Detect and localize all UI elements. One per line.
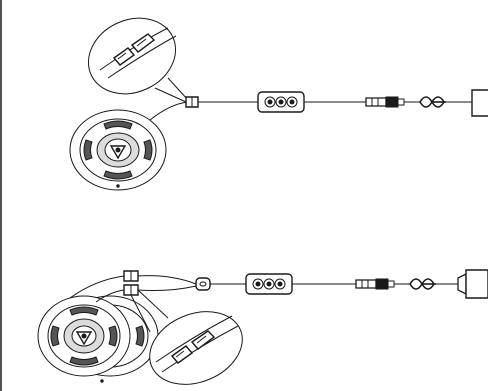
power-adapter-icon bbox=[458, 270, 488, 298]
connector-clip-icon bbox=[186, 97, 198, 107]
barrel-connector-icon bbox=[356, 279, 394, 289]
splitter-wire bbox=[138, 286, 196, 291]
panel-bottom bbox=[38, 270, 488, 391]
splitter-wire bbox=[138, 276, 196, 284]
cable-knot-icon bbox=[420, 97, 446, 107]
connector-clip-icon bbox=[124, 285, 138, 295]
led-strip-reel-icon bbox=[70, 102, 188, 190]
barrel-connector-icon bbox=[366, 97, 404, 107]
connector-zoom-callout bbox=[131, 290, 253, 391]
connector-clip-icon bbox=[124, 271, 138, 281]
led-strip-reel-icon bbox=[38, 296, 130, 376]
inline-controller-icon bbox=[246, 274, 292, 294]
cable-knot-icon bbox=[410, 279, 436, 289]
y-splitter-icon bbox=[196, 278, 210, 290]
strip-lead bbox=[70, 276, 124, 298]
inline-controller-icon bbox=[258, 92, 304, 112]
panel-top bbox=[70, 4, 488, 190]
connector-zoom-callout bbox=[76, 4, 188, 107]
power-adapter-icon bbox=[472, 90, 488, 116]
strip-lead bbox=[96, 290, 124, 302]
